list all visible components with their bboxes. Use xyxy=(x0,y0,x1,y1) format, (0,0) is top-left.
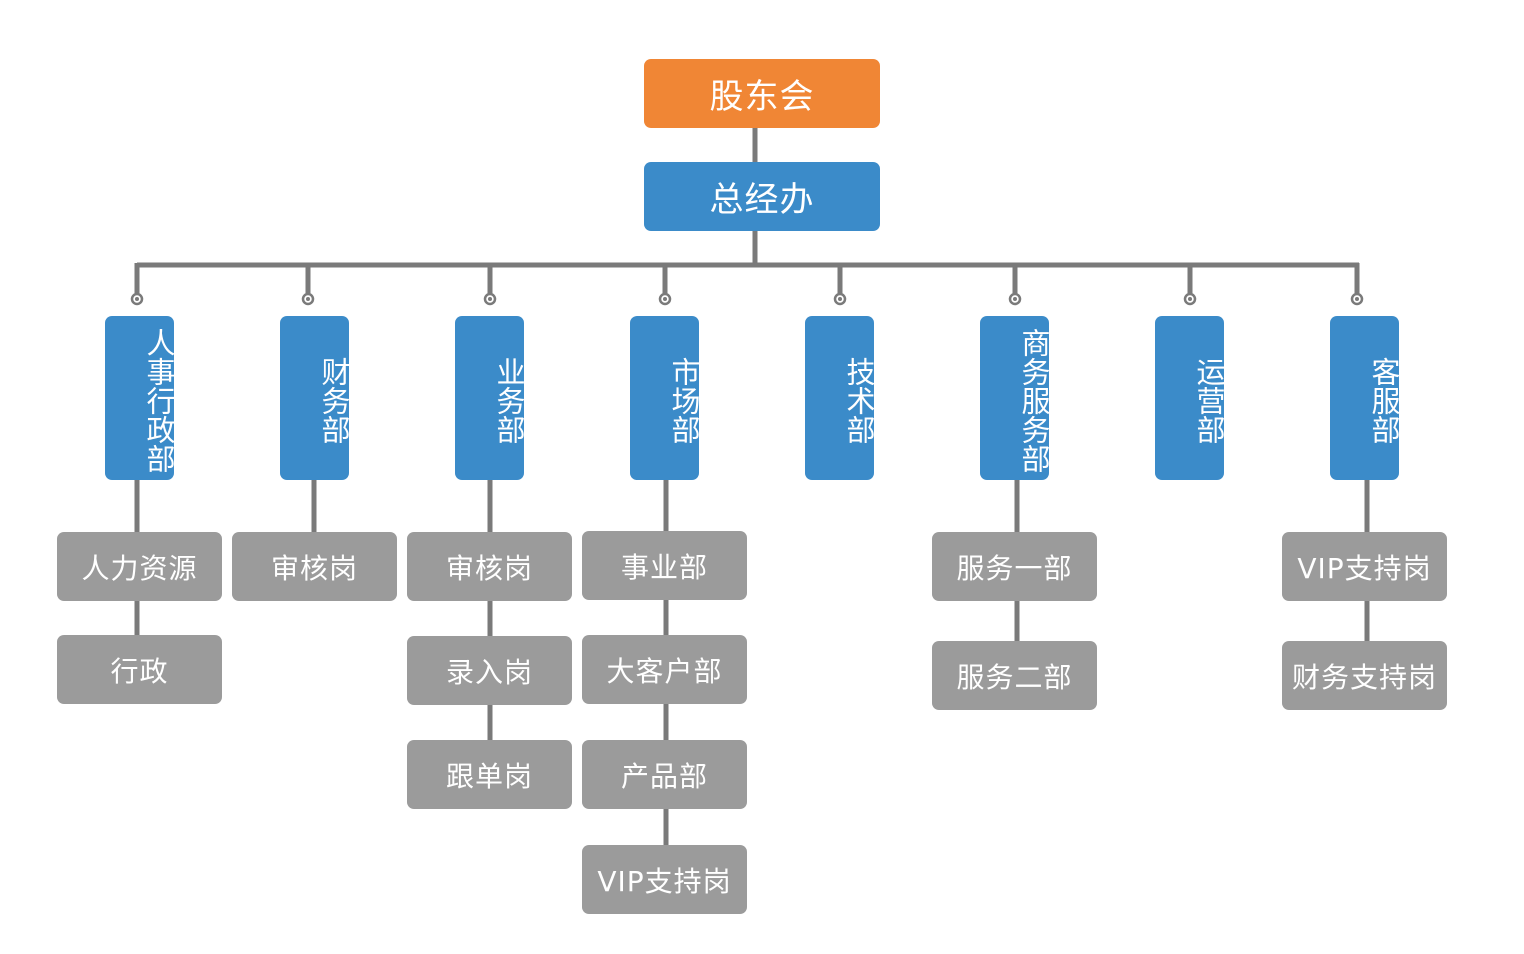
sub-hr-admin: 行政 xyxy=(57,635,222,704)
dept-finance: 财务部 xyxy=(280,316,351,480)
sub-finance-audit: 审核岗 xyxy=(232,532,397,601)
shareholders-meeting-node: 股东会 xyxy=(644,59,880,128)
dept-tech: 技术部 xyxy=(805,316,876,480)
dept-market: 市场部 xyxy=(630,316,701,480)
sub-market-division: 事业部 xyxy=(582,531,747,600)
sub-business-entry: 录入岗 xyxy=(407,636,572,705)
sub-hr-human-resources: 人力资源 xyxy=(57,532,222,601)
sub-business-followup: 跟单岗 xyxy=(407,740,572,809)
dept-business: 业务部 xyxy=(455,316,526,480)
sub-business-audit: 审核岗 xyxy=(407,532,572,601)
sub-commerce-service-1: 服务一部 xyxy=(932,532,1097,601)
dept-customer-service: 客服部 xyxy=(1330,316,1401,480)
sub-market-product: 产品部 xyxy=(582,740,747,809)
sub-cs-vip-support: VIP支持岗 xyxy=(1282,532,1447,601)
general-office-node: 总经办 xyxy=(644,162,880,231)
dept-commerce-service: 商务服务部 xyxy=(980,316,1051,480)
sub-cs-finance-support: 财务支持岗 xyxy=(1282,641,1447,710)
dept-hr-admin: 人事行政部 xyxy=(105,316,176,480)
dept-operations: 运营部 xyxy=(1155,316,1226,480)
sub-market-key-accounts: 大客户部 xyxy=(582,635,747,704)
sub-commerce-service-2: 服务二部 xyxy=(932,641,1097,710)
sub-market-vip-support: VIP支持岗 xyxy=(582,845,747,914)
